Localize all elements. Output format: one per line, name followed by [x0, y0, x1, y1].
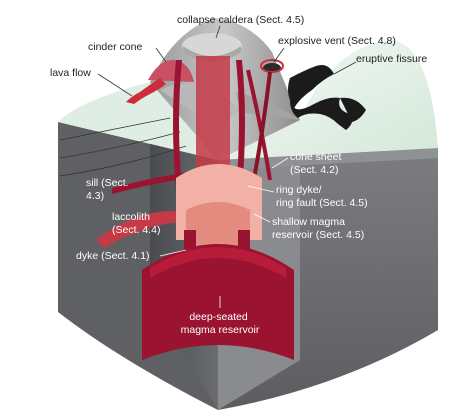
label-cone-sheet-l2: (Sect. 4.2)	[290, 164, 338, 176]
leader-shallow-reservoir	[253, 213, 271, 223]
deep-magma-reservoir	[142, 244, 294, 360]
label-ring-dyke-l2: ring fault (Sect. 4.5)	[276, 197, 368, 209]
leader-dyke	[159, 249, 187, 257]
label-ring-dyke: ring dyke/ ring fault (Sect. 4.5)	[276, 184, 368, 209]
leader-collapse-caldera	[215, 25, 221, 39]
ring-dyke-left	[173, 60, 182, 190]
sill	[112, 172, 188, 194]
lava-flow	[126, 78, 166, 104]
label-deep-reservoir: deep-seated magma reservoir	[181, 311, 260, 336]
leader-ring-dyke	[247, 185, 275, 193]
cone-layer-2	[236, 92, 300, 120]
label-deep-reservoir-l2: magma reservoir	[181, 324, 260, 336]
leader-cinder-cone	[155, 47, 167, 63]
leader-lava-flow	[97, 73, 133, 97]
leader-explosive-vent	[273, 47, 285, 63]
label-shallow-reservoir-l2: reservoir (Sect. 4.5)	[272, 229, 364, 241]
label-deep-reservoir-l1: deep-seated	[189, 311, 248, 323]
deep-reservoir-top	[150, 247, 286, 278]
label-sill-l1: sill (Sect.	[86, 177, 129, 189]
cinder-cone	[148, 59, 194, 82]
label-ring-dyke-l1: ring dyke/	[276, 184, 322, 196]
label-lava-flow: lava flow	[50, 67, 91, 79]
stratum-line-2	[59, 131, 181, 159]
label-sill-l2: 4.3)	[86, 190, 104, 202]
cone-sheet-line	[246, 69, 272, 181]
label-cinder-cone: cinder cone	[88, 41, 142, 53]
stratum-line-3	[59, 145, 187, 177]
laccolith	[96, 211, 186, 248]
stratum-line-1	[59, 117, 171, 141]
shallow-reservoir-cut	[186, 202, 250, 248]
label-dyke: dyke (Sect. 4.1)	[76, 250, 150, 262]
label-explosive-vent: explosive vent (Sect. 4.8)	[278, 35, 396, 47]
leader-cone-sheet	[271, 157, 289, 169]
label-shallow-reservoir: shallow magma reservoir (Sect. 4.5)	[272, 216, 364, 241]
label-laccolith-l2: (Sect. 4.4)	[112, 224, 160, 236]
explosive-vent-rim	[260, 59, 284, 73]
block-right-rim	[218, 148, 438, 170]
label-eruptive-fissure: eruptive fissure	[356, 53, 427, 65]
label-laccolith-l1: laccolith	[112, 211, 150, 223]
label-collapse-caldera: collapse caldera (Sect. 4.5)	[177, 14, 304, 26]
eruptive-fissure	[288, 65, 366, 130]
label-shallow-reservoir-l1: shallow magma	[272, 216, 345, 228]
label-sill: sill (Sect. 4.3)	[86, 177, 132, 202]
labels: collapse caldera (Sect. 4.5) cinder cone…	[50, 14, 427, 336]
label-laccolith: laccolith (Sect. 4.4)	[112, 211, 160, 236]
collapse-caldera	[182, 33, 242, 59]
leader-eruptive-fissure	[333, 61, 357, 75]
label-cone-sheet: cone sheet (Sect. 4.2)	[290, 151, 344, 176]
label-cone-sheet-l1: cone sheet	[290, 151, 341, 163]
ring-dyke-right	[236, 60, 245, 190]
